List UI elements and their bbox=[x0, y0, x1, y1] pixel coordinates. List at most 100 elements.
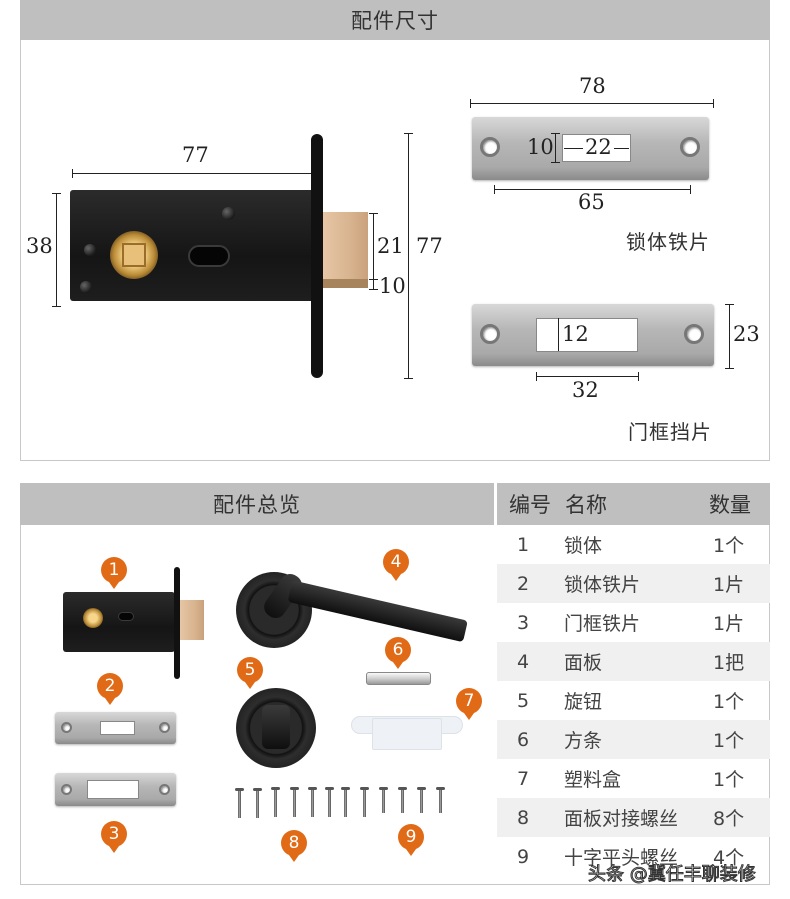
screw bbox=[325, 787, 334, 817]
strike-width-label: 78 bbox=[579, 74, 606, 98]
screw-hole bbox=[480, 324, 500, 344]
dimensions-title: 配件尺寸 bbox=[351, 9, 439, 33]
dimensions-section-header: 配件尺寸 bbox=[20, 0, 770, 40]
badge-6: 6 bbox=[385, 637, 411, 663]
part-spindle-bar bbox=[366, 672, 431, 685]
row-quantity: 1个 bbox=[713, 730, 745, 752]
row-name: 塑料盒 bbox=[564, 769, 622, 791]
frame-plate bbox=[472, 304, 714, 366]
tick bbox=[404, 133, 413, 134]
tick bbox=[551, 162, 560, 163]
faceplate-height-line bbox=[408, 133, 409, 378]
badge-8: 8 bbox=[281, 830, 307, 856]
row-name: 十字平头螺丝 bbox=[564, 847, 679, 869]
table-row: 5 旋钮 1个 bbox=[497, 681, 770, 720]
tick bbox=[690, 185, 691, 194]
tick bbox=[494, 185, 495, 194]
row-number: 1 bbox=[517, 533, 530, 556]
tick bbox=[369, 289, 378, 290]
table-row: 4 面板 1把 bbox=[497, 642, 770, 681]
strike-width-line bbox=[470, 103, 714, 104]
rivet bbox=[84, 244, 96, 256]
table-row: 8 面板对接螺丝 8个 bbox=[497, 798, 770, 837]
header-quantity: 数量 bbox=[709, 493, 751, 517]
lock-height-line bbox=[56, 193, 57, 306]
header-number: 编号 bbox=[509, 493, 551, 517]
hole-spacing-label: 65 bbox=[578, 190, 605, 214]
screw bbox=[417, 787, 426, 813]
table-row: 6 方条 1个 bbox=[497, 720, 770, 759]
screw-hole bbox=[480, 137, 500, 157]
screw bbox=[290, 787, 299, 817]
strike-slot-width-label: 22 bbox=[583, 135, 614, 159]
hole-spacing-line bbox=[494, 189, 691, 190]
slot-height-line bbox=[555, 133, 556, 162]
parts-table: 1 锁体 1个 2 锁体铁片 1片 3 门框铁片 1片 4 面板 1把 5 旋钮… bbox=[497, 525, 770, 885]
frame-slot-width-line bbox=[536, 376, 639, 377]
lock-width-label: 77 bbox=[182, 143, 209, 167]
row-name: 锁体铁片 bbox=[564, 574, 641, 596]
watermark: 头条 @冀任丰聊装修 bbox=[588, 864, 757, 886]
row-number: 3 bbox=[517, 611, 530, 634]
table-row: 2 锁体铁片 1片 bbox=[497, 564, 770, 603]
screw bbox=[436, 787, 445, 813]
slot bbox=[100, 721, 135, 735]
rivet bbox=[222, 207, 235, 220]
lock-faceplate bbox=[311, 134, 323, 378]
row-quantity: 1把 bbox=[713, 652, 745, 674]
overview-section-header: 配件总览 bbox=[20, 483, 494, 525]
frame-height-line bbox=[729, 304, 730, 368]
frame-slot-width-label: 32 bbox=[572, 378, 599, 402]
latch-offset-label: 10 bbox=[379, 274, 406, 298]
latch-height-label: 21 bbox=[377, 234, 404, 258]
slot-height-line bbox=[558, 318, 559, 351]
row-number: 6 bbox=[517, 728, 530, 751]
screw bbox=[360, 787, 369, 817]
table-row: 7 塑料盒 1个 bbox=[497, 759, 770, 798]
tick bbox=[52, 306, 61, 307]
badge-9: 9 bbox=[398, 824, 424, 850]
row-quantity: 1个 bbox=[713, 535, 745, 557]
part-keyhole bbox=[118, 612, 134, 621]
screw-hole bbox=[159, 722, 170, 733]
row-name: 旋钮 bbox=[564, 691, 603, 713]
row-number: 4 bbox=[517, 650, 530, 673]
screw bbox=[341, 787, 350, 817]
frame-slot bbox=[536, 318, 638, 352]
row-number: 5 bbox=[517, 689, 530, 712]
row-quantity: 1个 bbox=[713, 769, 745, 791]
screw bbox=[398, 787, 407, 813]
strike-plate-caption: 锁体铁片 bbox=[626, 230, 710, 254]
table-row: 3 门框铁片 1片 bbox=[497, 603, 770, 642]
tick bbox=[470, 99, 471, 108]
row-quantity: 1片 bbox=[713, 574, 745, 596]
tick bbox=[551, 133, 560, 134]
row-quantity: 8个 bbox=[713, 808, 745, 830]
screw-hole bbox=[61, 722, 72, 733]
tick bbox=[369, 279, 378, 280]
frame-slot-height-label: 12 bbox=[562, 322, 589, 346]
part-lock-faceplate bbox=[174, 567, 180, 679]
badge-2: 2 bbox=[97, 673, 123, 699]
tick bbox=[713, 99, 714, 108]
strike-slot-height-label: 10 bbox=[527, 135, 554, 159]
tick bbox=[725, 304, 734, 305]
screw bbox=[379, 787, 388, 813]
overview-title: 配件总览 bbox=[213, 493, 301, 517]
screw bbox=[253, 788, 262, 818]
tick bbox=[638, 372, 639, 381]
badge-3: 3 bbox=[101, 821, 127, 847]
tick bbox=[404, 378, 413, 379]
badge-7: 7 bbox=[456, 688, 482, 714]
spindle-square bbox=[122, 243, 146, 267]
table-row: 9 十字平头螺丝 4个 bbox=[497, 837, 770, 876]
screw-hole bbox=[61, 784, 72, 795]
row-number: 8 bbox=[517, 806, 530, 829]
rivet bbox=[80, 281, 92, 293]
keyhole-slot bbox=[188, 245, 230, 267]
row-name: 门框铁片 bbox=[564, 613, 641, 635]
tick bbox=[725, 368, 734, 369]
badge-1: 1 bbox=[101, 557, 127, 583]
tick bbox=[369, 213, 378, 214]
row-name: 面板 bbox=[564, 652, 603, 674]
